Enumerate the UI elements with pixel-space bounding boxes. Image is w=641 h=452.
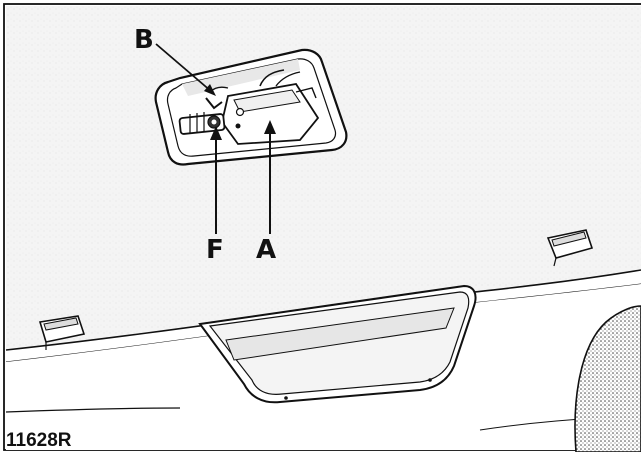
callout-f: F <box>206 235 224 265</box>
body-contour <box>5 407 181 413</box>
reference-code: 11628R <box>6 430 72 451</box>
callout-a: A <box>256 235 276 265</box>
bump-stop-right <box>546 229 594 267</box>
handle-recess <box>198 284 477 404</box>
textured-seat-shape <box>574 305 641 452</box>
lock-cylinder <box>178 86 229 135</box>
bump-stop-left <box>38 315 86 350</box>
callout-b: B <box>134 25 154 55</box>
callout-leaders <box>155 43 276 234</box>
lock-motor-unit <box>221 69 320 145</box>
